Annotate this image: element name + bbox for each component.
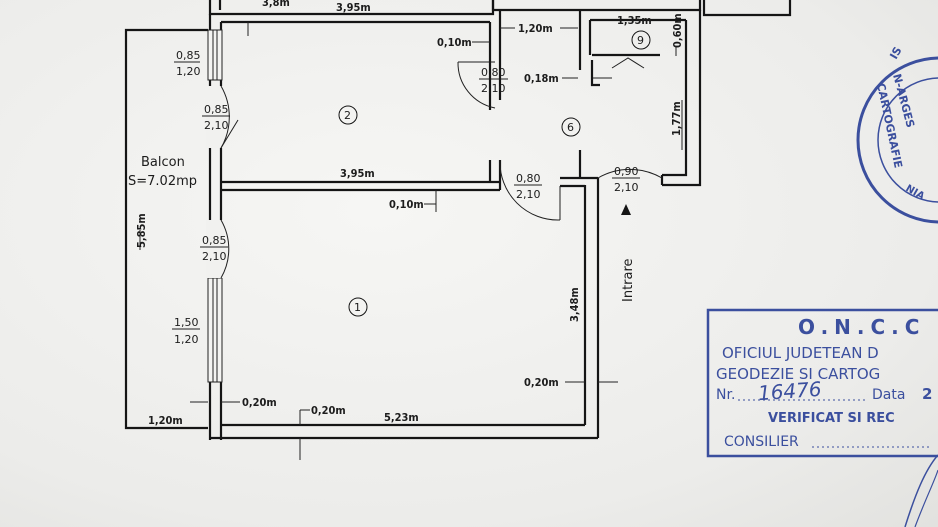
wall-thickness-bottom: 0,20m	[311, 404, 346, 417]
top-cut-label: 3,8m	[262, 0, 290, 9]
stamp-nr-value: 16476	[757, 377, 822, 405]
wall-thickness-right: 0,20m	[524, 376, 559, 389]
svg-text:2,10: 2,10	[614, 181, 639, 194]
svg-text:2,10: 2,10	[202, 250, 227, 263]
svg-text:0,90: 0,90	[614, 165, 639, 178]
hall-height-label: 1,77m	[670, 101, 683, 136]
walls	[124, 0, 792, 440]
room2-width-label: 3,95m	[340, 167, 375, 180]
top-room-width-label: 3,95m	[336, 1, 371, 14]
svg-text:0,85: 0,85	[202, 234, 227, 247]
balcony-label: Balcon	[141, 155, 185, 170]
room2-number: 2	[344, 109, 351, 122]
wall-thickness-left: 0,20m	[242, 396, 277, 409]
dimension-labels: 3,8m 3,95m 3,95m 0,10m 0,10m 1,20m 0,18m…	[128, 0, 684, 427]
svg-text:0,85: 0,85	[204, 103, 229, 116]
svg-text:0,80: 0,80	[516, 172, 541, 185]
round-stamp: IS N-ARGES CARTOGRAFIE NIA	[856, 45, 938, 224]
svg-text:2,10: 2,10	[516, 188, 541, 201]
room6-number: 6	[567, 121, 574, 134]
stamp-line1: OFICIUL JUDETEAN D	[722, 344, 879, 362]
entry-arrow-icon	[621, 204, 631, 215]
dimension-leaders	[139, 22, 683, 460]
room-numbers: 2 1 6 9	[338, 30, 651, 317]
wall-thickness-top: 0,10m	[437, 36, 472, 49]
room1-number: 1	[354, 301, 361, 314]
stamp-verified: VERIFICAT SI REC	[768, 411, 895, 426]
stamp-data-label: Data	[872, 387, 905, 403]
svg-text:1,20: 1,20	[176, 65, 201, 78]
opening-labels: 0,85 1,20 0,85 2,10 0,85 2,10 1,50 1,20 …	[172, 49, 640, 346]
svg-text:0,85: 0,85	[176, 49, 201, 62]
svg-text:1,20: 1,20	[174, 333, 199, 346]
svg-text:IS: IS	[887, 45, 904, 62]
stamp-consilier: CONSILIER	[724, 434, 799, 450]
stamp-title: O.N.C.C	[798, 315, 925, 339]
entry-label: Intrare	[621, 258, 636, 302]
room1-width-label: 5,23m	[384, 411, 419, 424]
svg-text:2,10: 2,10	[204, 119, 229, 132]
balcony-width-label: 1,20m	[148, 414, 183, 427]
wall-thickness-mid: 0,10m	[389, 198, 424, 211]
wall-thickness-018: 0,18m	[524, 72, 559, 85]
room9-width-label: 1,35m	[617, 14, 652, 27]
rectangular-stamp: O.N.C.C OFICIUL JUDETEAN D GEODEZIE SI C…	[706, 308, 938, 527]
stamp-line2: GEODEZIE SI CARTOG	[716, 365, 880, 383]
stamp-data-value: 2	[922, 385, 932, 403]
hall-top-width-label: 1,20m	[518, 22, 553, 35]
balcony-length-label: 5,85m	[135, 213, 148, 248]
balcony-area-label: S=7.02mp	[128, 174, 197, 189]
room9-height-label: 0,60m	[671, 13, 684, 48]
room9-number: 9	[637, 34, 644, 47]
svg-text:0,80: 0,80	[481, 66, 506, 79]
door-swings	[206, 57, 663, 279]
stamp-nr-label: Nr.	[716, 387, 735, 403]
svg-text:1,50: 1,50	[174, 316, 199, 329]
room1-height-label: 3,48m	[568, 287, 581, 322]
windows	[207, 29, 223, 383]
svg-text:2,10: 2,10	[481, 82, 506, 95]
